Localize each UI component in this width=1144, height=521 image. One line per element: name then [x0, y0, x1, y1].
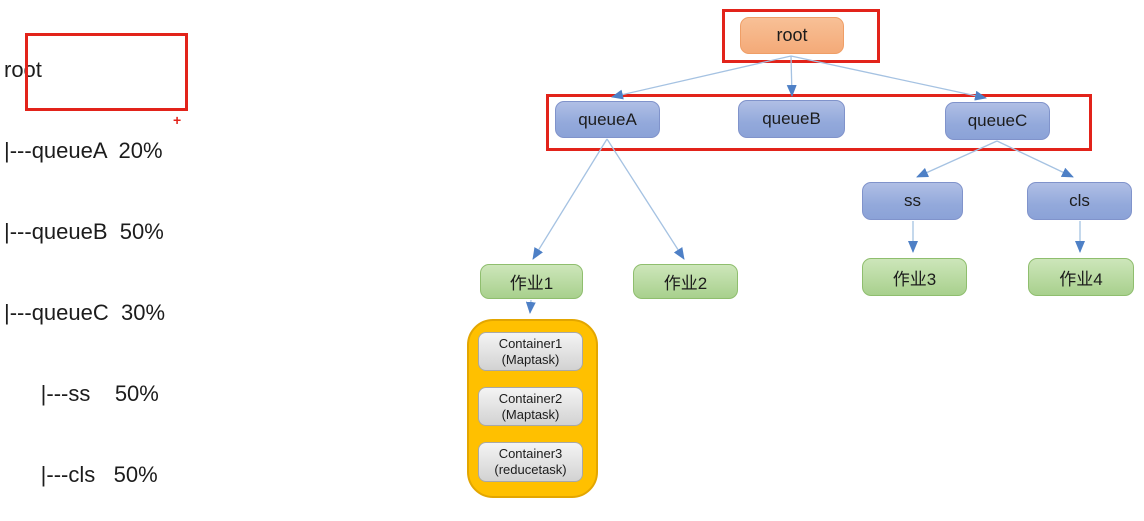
container3-name: Container3: [498, 446, 563, 461]
connector-root-queueB: [786, 55, 797, 97]
node-job2: 作业2: [633, 264, 738, 299]
node-cls: cls: [1027, 182, 1132, 220]
annotation-rect-config-queues: [25, 33, 188, 111]
connector-queueA-job2: [606, 138, 685, 260]
node-root: root: [740, 17, 844, 54]
annotation-rect-queue-row: [546, 94, 1092, 151]
container3-task: (reducetask): [494, 462, 567, 477]
container2-task: (Maptask): [501, 406, 560, 422]
container2-name: Container2: [498, 390, 563, 406]
connector-root-queueA: [611, 55, 792, 100]
container1-task: (Maptask): [501, 351, 560, 367]
connector-queueC-cls: [996, 140, 1074, 178]
node-queueA: queueA: [555, 101, 660, 138]
node-ss: ss: [862, 182, 963, 220]
connector-queueA-job1: [532, 138, 608, 260]
config-line-queueC: |---queueC 30%: [4, 300, 166, 325]
annotation-rect-root: [722, 9, 880, 63]
node-container2: Container2 (Maptask): [478, 387, 583, 426]
queue-config-text: root |---queueA 20% |---queueB 50% |---q…: [4, 2, 165, 521]
node-job4: 作业4: [1028, 258, 1134, 296]
config-line-root: root: [4, 57, 42, 82]
config-line-queueA: |---queueA 20%: [4, 138, 163, 163]
connector-job1-containers: [525, 299, 536, 314]
node-container1: Container1 (Maptask): [478, 332, 583, 371]
config-line-cls: |---cls 50%: [4, 462, 158, 487]
node-container3: Container3 (reducetask): [478, 442, 583, 482]
container1-name: Container1: [498, 335, 563, 351]
red-plus-mark: +: [173, 112, 182, 128]
connector-root-queueC: [790, 55, 987, 101]
config-line-ss: |---ss 50%: [4, 381, 159, 406]
connector-queueC-ss: [916, 140, 998, 178]
node-queueC: queueC: [945, 102, 1050, 140]
node-job1: 作业1: [480, 264, 583, 299]
config-line-queueB: |---queueB 50%: [4, 219, 164, 244]
node-job3: 作业3: [862, 258, 967, 296]
node-queueB: queueB: [738, 100, 845, 138]
